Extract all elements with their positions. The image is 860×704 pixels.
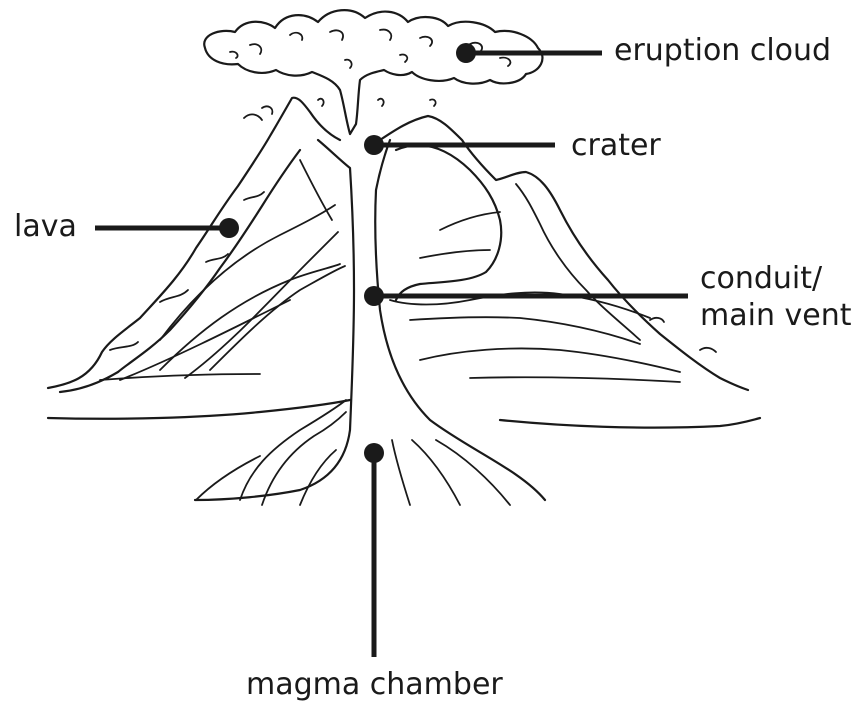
- magma-chamber-pointer: [364, 443, 384, 657]
- label-conduit-line1: conduit/: [700, 261, 851, 298]
- label-magma-chamber: magma chamber: [246, 667, 503, 704]
- label-crater: crater: [571, 128, 661, 165]
- lava-pointer: [95, 218, 239, 238]
- conduit-pointer: [364, 286, 688, 306]
- label-conduit-line2: main vent: [700, 298, 851, 335]
- label-lava: lava: [14, 209, 77, 246]
- label-eruption-cloud: eruption cloud: [614, 33, 831, 70]
- label-conduit-main-vent: conduit/ main vent: [700, 261, 851, 334]
- eruption-cloud-pointer: [456, 43, 602, 63]
